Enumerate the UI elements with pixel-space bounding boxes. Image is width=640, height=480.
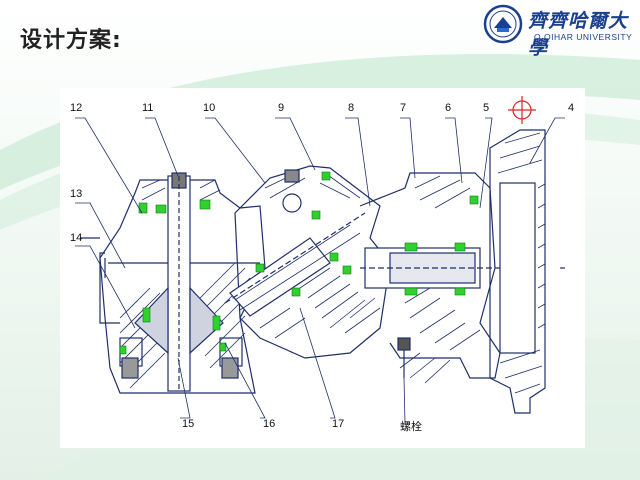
university-logo-icon [483,4,523,44]
slide-title: 设计方案: [20,28,122,53]
callout-15: 15 [182,418,195,430]
callout-8: 8 [348,102,355,114]
callout-14: 14 [70,232,83,244]
callout-5: 5 [483,102,490,114]
callout-17: 17 [332,418,345,430]
callout-6: 6 [445,102,452,114]
callout-4: 4 [568,102,575,114]
center-marker-icon [508,96,536,124]
callout-16: 16 [263,418,276,430]
callout-13: 13 [70,188,83,200]
seal-markers [119,171,479,355]
callout-12: 12 [70,102,83,114]
callout-10: 10 [203,102,216,114]
callout-7: 7 [400,102,407,114]
engineering-drawing: 12 11 10 9 8 7 6 5 4 13 14 15 16 17 螺栓 [60,88,585,448]
callout-9: 9 [278,102,285,114]
callout-bolt: 螺栓 [400,420,422,433]
university-name-en: Q QIHAR UNIVERSITY [534,32,633,42]
gearbox-section-drawing [75,96,565,424]
university-name-cn: 齊齊哈爾大學 [528,10,629,59]
callout-11: 11 [142,102,154,114]
